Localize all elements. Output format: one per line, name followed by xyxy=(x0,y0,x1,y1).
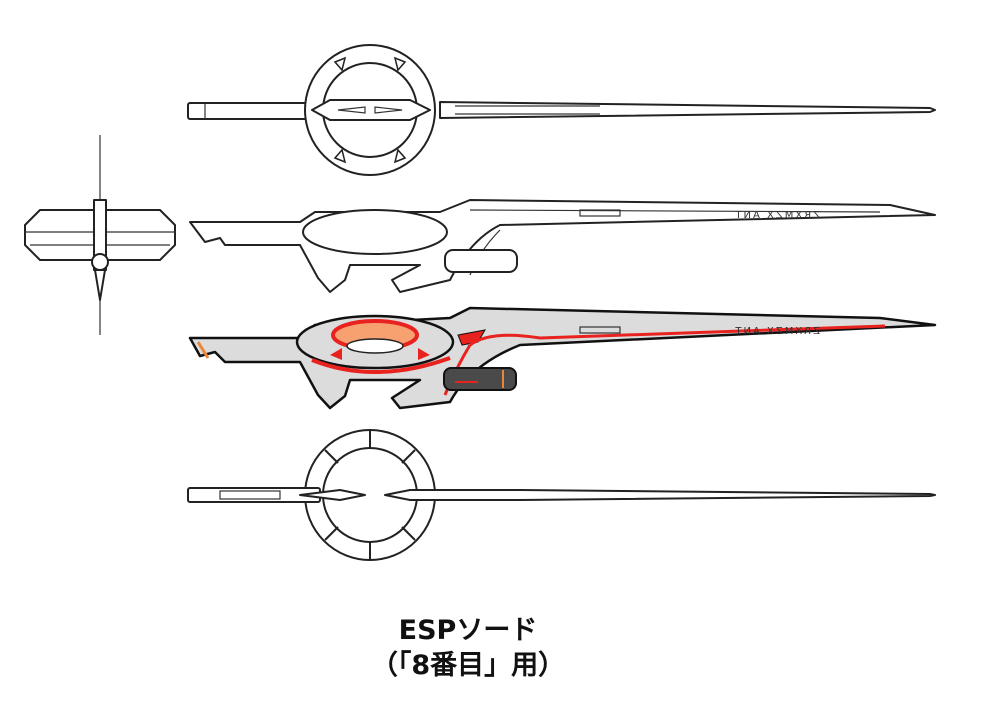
bottom-view xyxy=(187,429,936,561)
caption-title: ESPソード xyxy=(398,615,538,646)
blade-inscription-lineart: ZRXMZX ANT xyxy=(733,210,820,221)
front-view xyxy=(24,135,176,335)
blade-inscription: ZRXMZX ANT xyxy=(733,326,820,337)
side-view-color: ZRXMZX ANT xyxy=(188,306,937,410)
caption-subtitle: （「8番目」用） xyxy=(370,650,566,681)
side-view-lineart: ZRXMZX ANT xyxy=(189,199,936,293)
top-view xyxy=(187,44,936,176)
